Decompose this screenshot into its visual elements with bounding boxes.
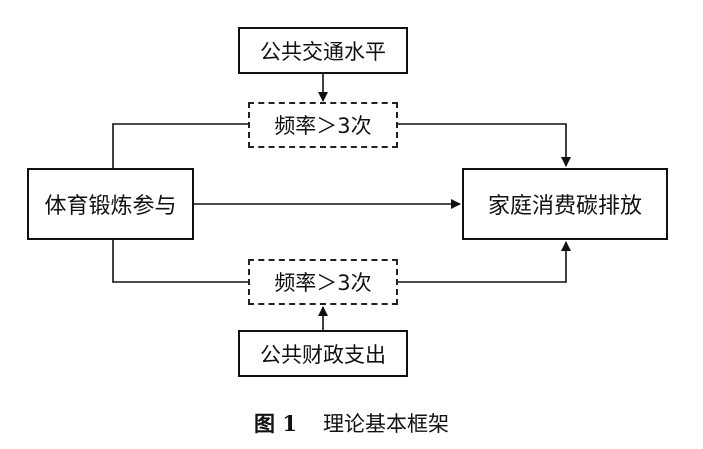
lower-path-right xyxy=(398,241,571,283)
sports-participation-box: 体育锻炼参与 xyxy=(27,168,194,240)
frequency-condition-top-box: 频率＞3次 xyxy=(248,102,398,148)
figure-number: 图 1 xyxy=(254,411,297,436)
upper-path-right xyxy=(398,123,571,167)
public-finance-expenditure-box: 公共财政支出 xyxy=(238,330,408,377)
figure-caption: 图 1 理论基本框架 xyxy=(0,408,703,438)
lower-path-left xyxy=(112,240,248,283)
upper-path-left xyxy=(112,123,248,168)
public-transport-level-box: 公共交通水平 xyxy=(238,27,408,74)
figure-title: 理论基本框架 xyxy=(322,412,449,436)
household-carbon-emission-box: 家庭消费碳排放 xyxy=(462,168,668,240)
frequency-condition-bottom-box: 频率＞3次 xyxy=(248,259,398,305)
